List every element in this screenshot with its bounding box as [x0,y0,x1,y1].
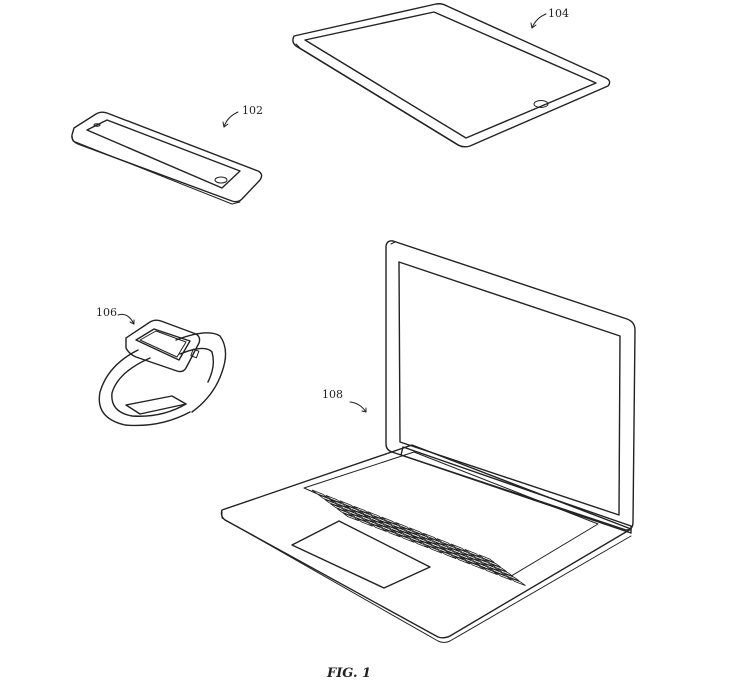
keyboard-key [392,529,409,539]
keyboard-key [339,500,356,509]
keyboard-key [364,518,381,528]
tablet-ref-label: 104 [548,7,569,20]
keyboard-key [351,509,369,519]
keyboard-key [345,505,362,514]
keyboard-key [379,520,396,529]
keyboard-key [407,531,424,540]
keyboard-key [401,526,418,536]
keyboard-key [350,513,367,522]
keyboard-key [387,521,404,530]
keyboard-key [336,508,353,517]
keyboard-key [483,562,500,572]
keyboard-key [415,532,432,541]
keyboard-key [393,525,410,535]
figure-caption: FIG. 1 [326,666,371,681]
keyboard-key [353,505,370,515]
phone-leader [222,111,239,128]
keyboard-key [399,530,417,539]
watch-leader [117,313,135,325]
keyboard-key [443,542,460,552]
keyboard-key [365,515,383,524]
keyboard-key [317,494,335,503]
watch-device [98,319,227,427]
keyboard-key [469,557,486,566]
keyboard-key [372,519,389,529]
keyboard-key [356,518,373,527]
keyboard-key [331,499,349,509]
keyboard-key [497,568,514,577]
laptop-leader [349,401,367,413]
keyboard-key [358,514,375,523]
keyboard-key [325,495,342,504]
keyboard-key [449,547,466,556]
laptop-keyboard [311,489,526,586]
keyboard-key [429,537,446,546]
keyboard-key [475,562,492,571]
keyboard-key [367,511,384,520]
keyboard-key [381,516,398,526]
keyboard-key [477,558,494,567]
laptop-ref-label: 108 [322,388,343,401]
keyboard-key [342,512,359,522]
keyboard-key [436,538,454,547]
keyboard-key [412,539,429,549]
keyboard-key [433,545,451,555]
watch-ref-label: 106 [96,306,117,319]
keyboard-key [450,543,467,553]
keyboard-key [330,503,347,512]
keyboard-key [509,577,526,586]
keyboard-key [373,515,390,525]
keyboard-key [490,563,508,573]
keyboard-key [503,572,520,582]
keyboard-key [461,556,478,566]
keyboard-key [464,549,481,558]
phone-device [71,111,263,205]
keyboard-key [419,540,437,549]
keyboard-key [324,498,341,508]
keyboard-key [447,551,464,560]
keyboard-key [427,541,444,550]
keyboard-key [441,546,458,556]
keyboard-key [470,553,488,563]
keyboard-key [344,508,361,518]
keyboard-key [395,522,412,531]
keyboard-key [422,532,440,542]
keyboard-key [398,534,415,543]
keyboard-key [370,523,387,532]
tablet-device [292,3,611,148]
keyboard-key [495,572,512,581]
tablet-leader [530,13,547,29]
keyboard-key [413,535,430,545]
keyboard-key [440,550,457,559]
keyboard-key [421,536,438,546]
keyboard-key [409,527,426,536]
keyboard-key [435,542,452,551]
keyboard-key [463,552,480,562]
laptop-device [220,240,636,643]
keyboard-key [384,528,401,538]
keyboard-key [426,545,443,554]
keyboard-key [385,525,403,534]
keyboard-key [311,489,328,499]
keyboard-key [467,561,485,570]
keyboard-key [484,559,501,568]
keyboard-key [378,524,395,533]
keyboard-key [489,567,506,576]
phone-ref-label: 102 [242,104,263,117]
keyboard-key [455,552,472,561]
keyboard-key [481,566,498,576]
keyboard-key [359,510,376,519]
keyboard-key [406,535,423,544]
keyboard-key [478,554,495,563]
keyboard-key [453,555,471,565]
keyboard-key [338,504,355,513]
keyboard-key [456,548,474,557]
